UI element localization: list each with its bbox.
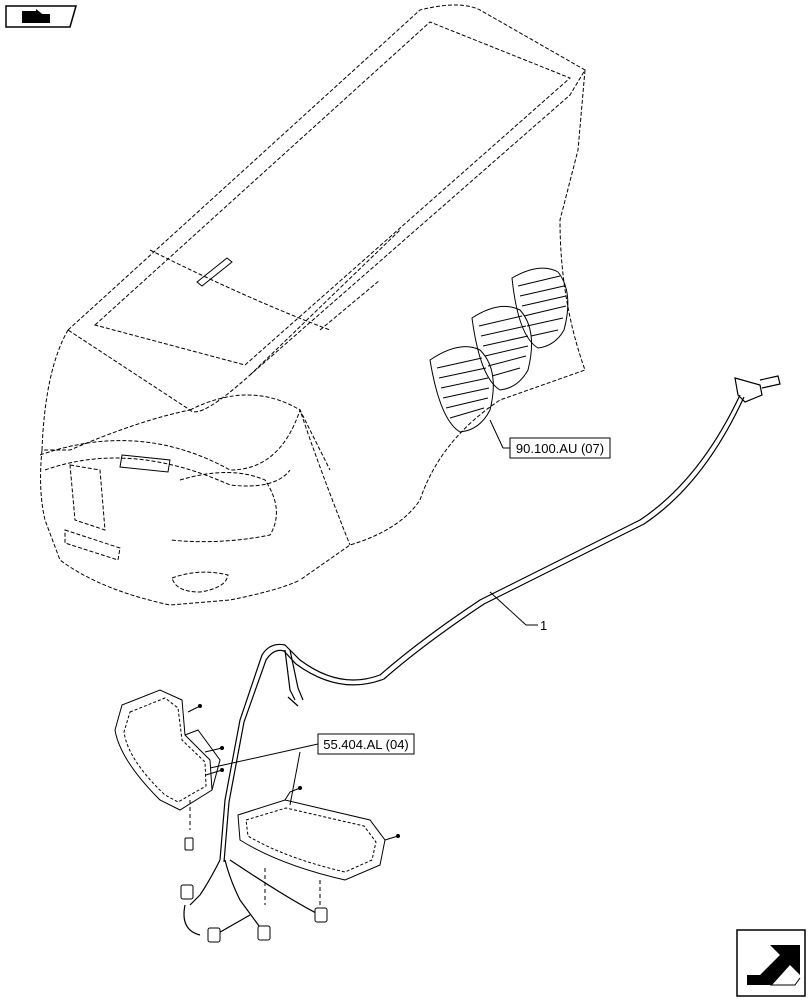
callout-lamp[interactable]: 55.404.AL (04) [209, 733, 415, 806]
hood-logo [119, 454, 171, 473]
callout-harness: 1 [489, 591, 547, 633]
tractor-hood [39, 4, 586, 606]
roof-vent-slot [196, 257, 233, 287]
grille-panel-2 [471, 305, 533, 391]
previous-page-icon[interactable] [5, 5, 77, 28]
rear-lamp-left [114, 689, 224, 830]
next-page-icon[interactable] [736, 929, 806, 997]
wiring-harness [183, 375, 781, 936]
harness-plugs [180, 837, 328, 943]
rear-lamp-right [237, 786, 400, 905]
grille-reference-label: 90.100.AU (07) [516, 441, 604, 456]
harness-item-number: 1 [540, 618, 547, 633]
side-grilles [429, 267, 569, 433]
callout-grille[interactable]: 90.100.AU (07) [489, 419, 611, 459]
lamp-reference-label: 55.404.AL (04) [323, 737, 409, 752]
grille-panel-1 [429, 346, 494, 433]
grille-panel-3 [511, 267, 569, 349]
